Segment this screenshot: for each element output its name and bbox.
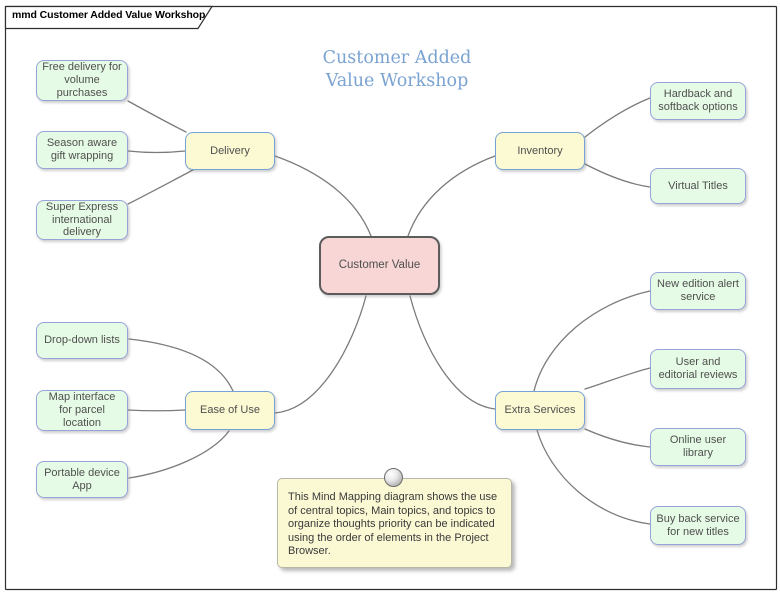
connector-extra-services-to-user-reviews — [584, 367, 651, 390]
sub-topic-free-delivery[interactable]: Free delivery for volume purchases — [36, 60, 128, 101]
sub-topic-user-editorial-reviews[interactable]: User and editorial reviews — [650, 349, 746, 389]
connector-extra-services-to-new-edition — [533, 290, 651, 392]
main-topic-delivery[interactable]: Delivery — [185, 132, 275, 170]
main-topic-label: Extra Services — [504, 404, 576, 417]
sub-topic-label: New edition alert service — [657, 278, 739, 303]
main-topic-inventory[interactable]: Inventory — [495, 132, 585, 170]
sub-topic-season-aware-gift-wrapping[interactable]: Season aware gift wrapping — [36, 131, 128, 169]
sub-topic-label: Hardback and softback options — [658, 88, 738, 113]
connector-free-delivery-to-delivery — [127, 100, 187, 133]
sub-topic-label: Drop-down lists — [44, 334, 120, 347]
sub-topic-label: Portable device App — [44, 466, 120, 492]
sub-topic-map-interface[interactable]: Map interface for parcel location — [36, 390, 128, 431]
sub-topic-drop-down-lists[interactable]: Drop-down lists — [36, 322, 128, 359]
sub-topic-new-edition-alert[interactable]: New edition alert service — [650, 272, 746, 310]
connector-portable-device-to-ease-of-use — [128, 430, 230, 479]
central-topic-customer-value[interactable]: Customer Value — [319, 236, 440, 295]
connector-extra-services-to-buy-back — [536, 429, 651, 525]
sub-topic-label: Buy back service for new titles — [656, 512, 740, 538]
connector-inventory-to-central — [407, 155, 496, 237]
main-topic-label: Delivery — [210, 144, 250, 157]
main-topic-ease-of-use[interactable]: Ease of Use — [185, 391, 275, 430]
note-text: This Mind Mapping diagram shows the use … — [288, 491, 498, 557]
connector-inventory-to-hardback — [584, 97, 651, 138]
note-pin-sphere-icon — [384, 468, 403, 487]
sub-topic-label: Virtual Titles — [668, 179, 728, 192]
main-topic-label: Inventory — [517, 144, 563, 157]
sub-topic-label: User and editorial reviews — [658, 356, 738, 381]
diagram-frame — [4, 5, 778, 591]
sub-topic-label: Super Express international delivery — [45, 200, 119, 239]
sub-topic-label: Free delivery for volume purchases — [42, 61, 122, 99]
sub-topic-portable-device-app[interactable]: Portable device App — [36, 461, 128, 498]
sub-topic-label: Map interface for parcel location — [48, 391, 116, 429]
main-topic-label: Ease of Use — [200, 404, 260, 417]
diagram-tab-label: mmd Customer Added Value Workshop — [12, 9, 206, 21]
connector-season-aware-to-delivery — [127, 150, 186, 154]
diagram-note[interactable]: This Mind Mapping diagram shows the use … — [277, 478, 512, 568]
sub-topic-hardback-softback-options[interactable]: Hardback and softback options — [650, 82, 746, 120]
sub-topic-buy-back-service[interactable]: Buy back service for new titles — [650, 506, 746, 545]
connector-super-express-to-delivery — [127, 169, 194, 205]
sub-topic-label: Online user library — [669, 434, 727, 459]
main-topic-extra-services[interactable]: Extra Services — [495, 391, 585, 430]
connector-delivery-to-central — [274, 155, 372, 237]
sub-topic-label: Season aware gift wrapping — [46, 137, 118, 162]
sub-topic-super-express-delivery[interactable]: Super Express international delivery — [36, 200, 128, 240]
connector-ease-of-use-to-central — [274, 295, 367, 414]
sub-topic-virtual-titles[interactable]: Virtual Titles — [650, 168, 746, 204]
connector-drop-down-to-ease-of-use — [128, 338, 234, 392]
connector-central-to-extra-services — [409, 295, 496, 410]
connector-map-interface-to-ease-of-use — [127, 409, 186, 412]
central-topic-label: Customer Value — [338, 258, 421, 271]
sub-topic-online-user-library[interactable]: Online user library — [650, 428, 746, 466]
diagram-tab-shape — [4, 5, 214, 30]
connector-inventory-to-virtual-titles — [584, 163, 651, 188]
connector-extra-services-to-online-library — [584, 428, 651, 448]
diagram-title: Customer Added Value Workshop — [322, 48, 472, 91]
